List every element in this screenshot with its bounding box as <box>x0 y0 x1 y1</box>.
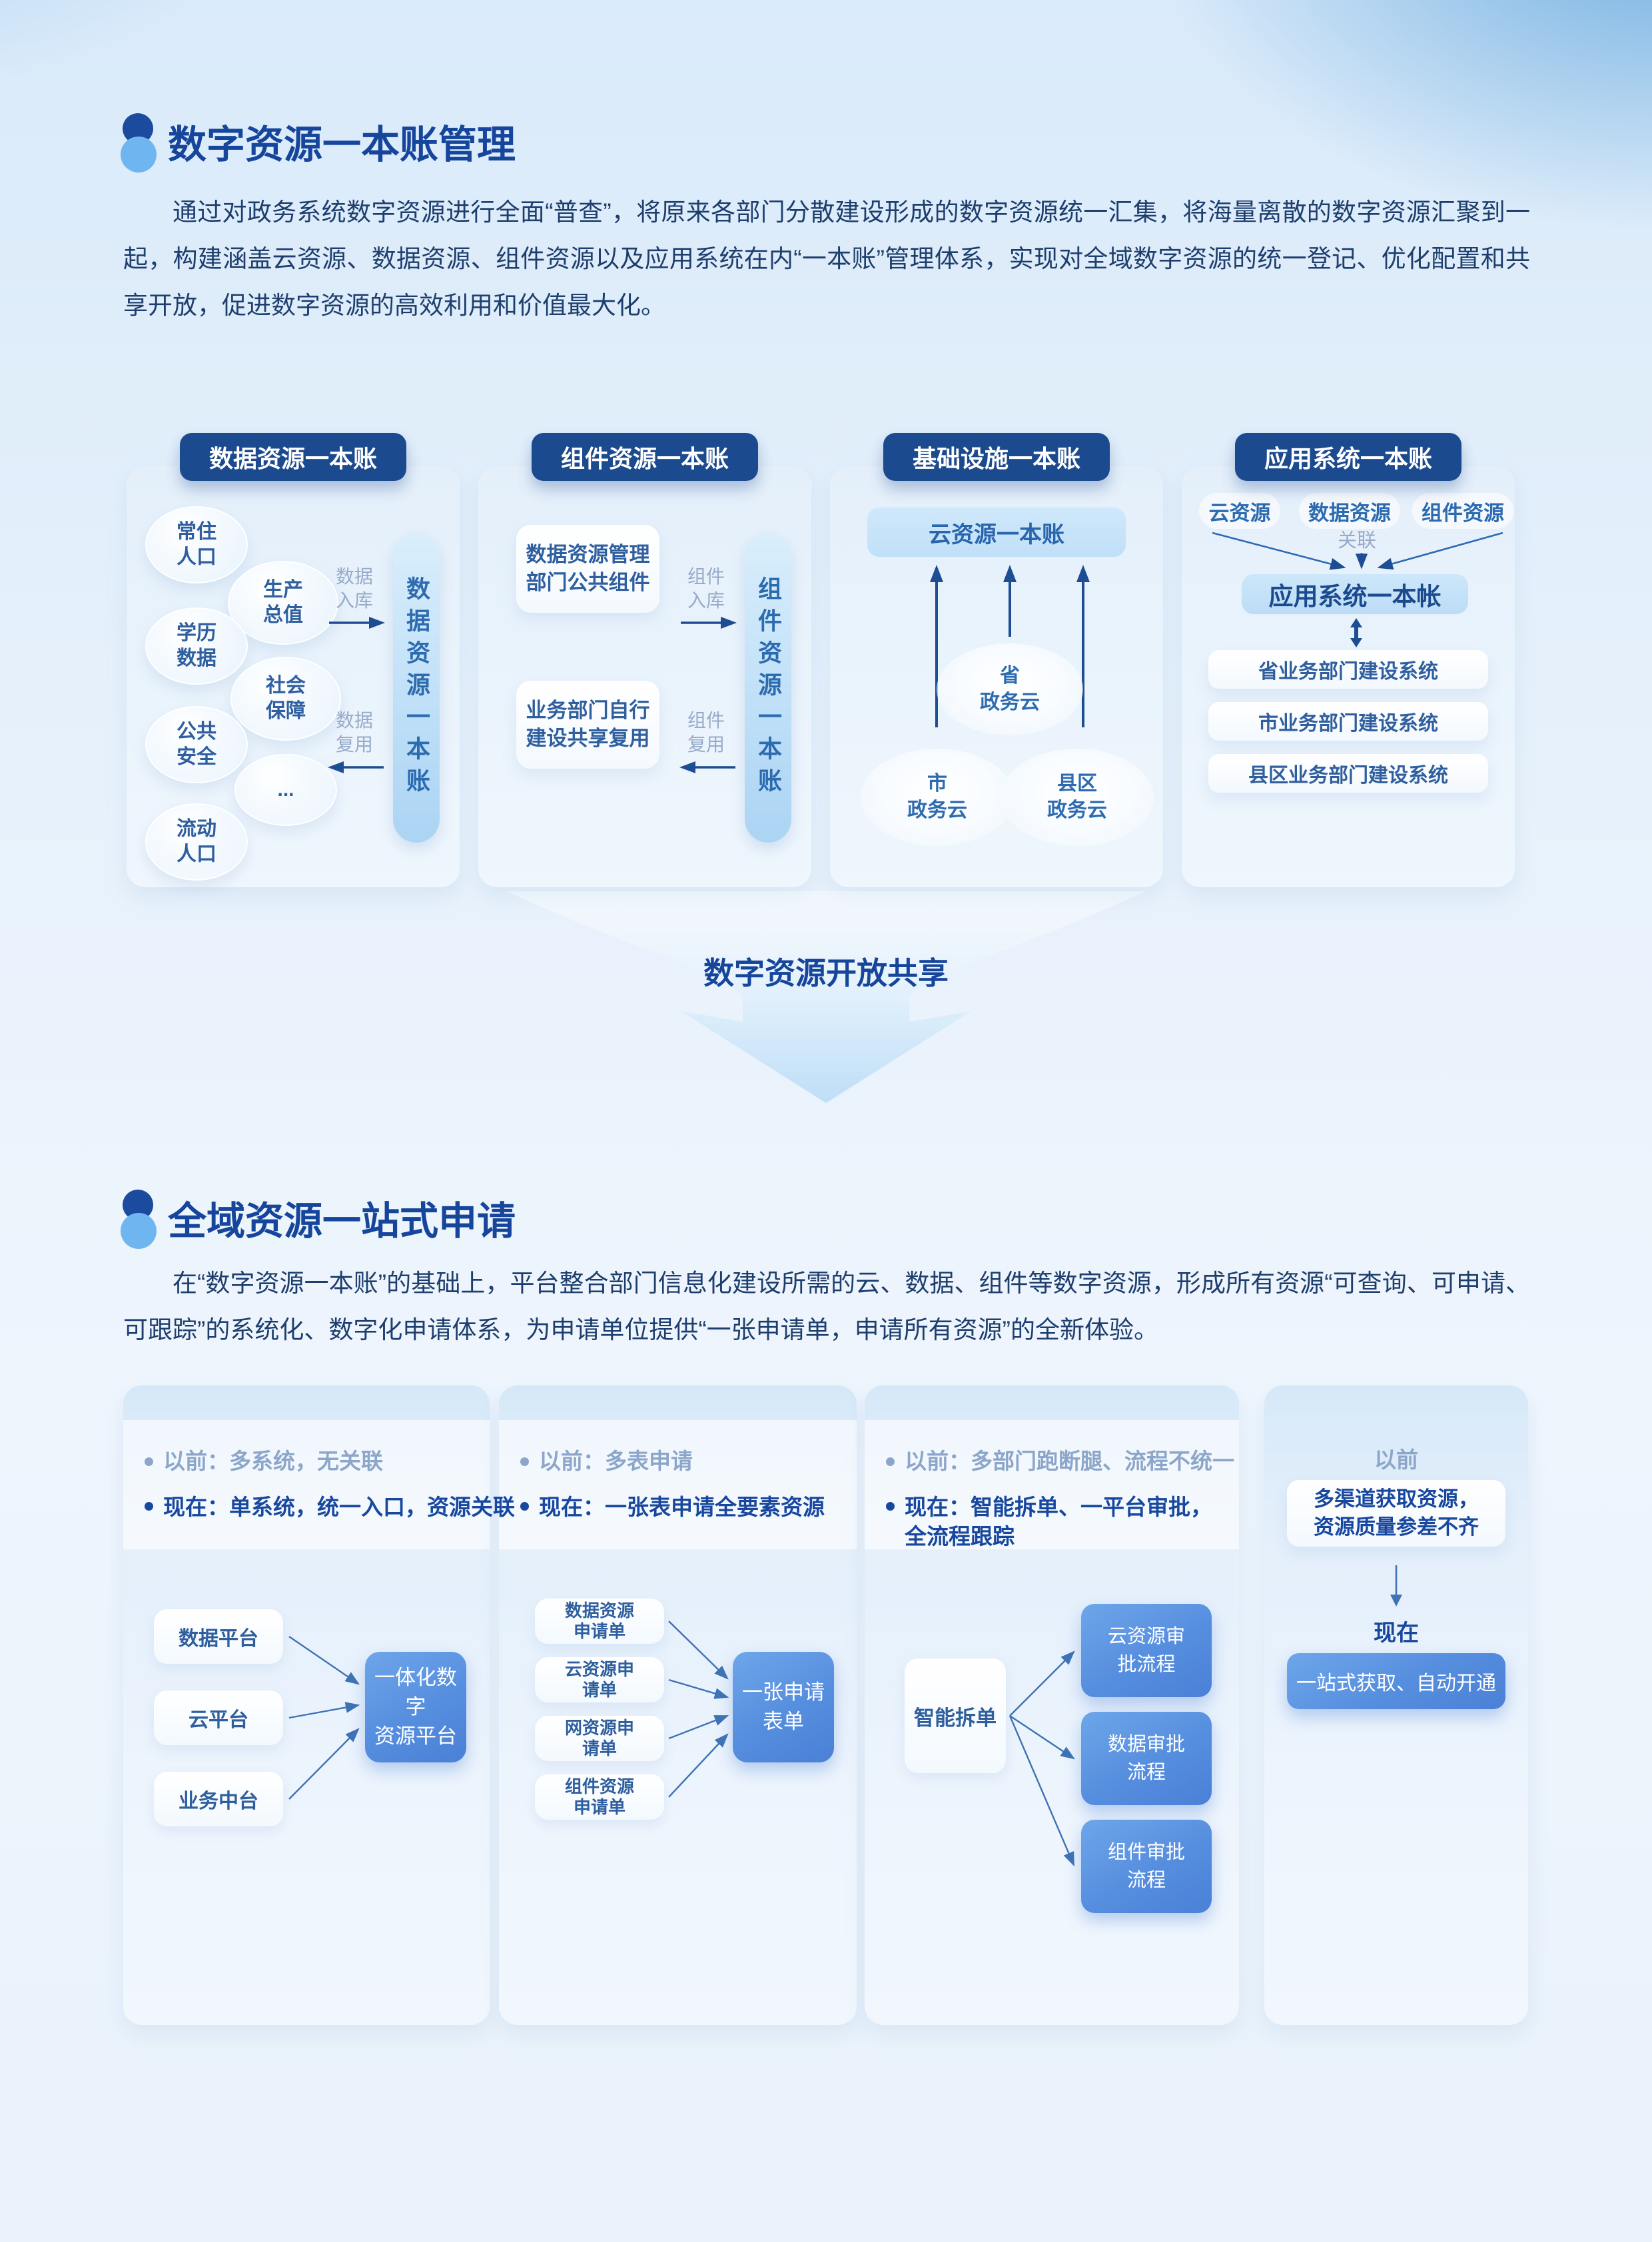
card3-now: 现在：智能拆单、一平台审批， 全流程跟踪 <box>905 1495 1212 1549</box>
bubble-public-safety: 公共 安全 <box>145 706 248 783</box>
cloud-approval-flow-box: 云资源审 批流程 <box>1081 1604 1212 1697</box>
card3-header-pill: 基础设施一本账 <box>883 433 1110 481</box>
province-gov-cloud: 省 政务云 <box>937 643 1083 735</box>
card2-header-pill: 组件资源一本账 <box>532 433 758 481</box>
card4-header-pill: 应用系统一本账 <box>1235 433 1461 481</box>
card-header-band <box>865 1420 1239 1549</box>
bubble-resident-population: 常住 人口 <box>145 506 248 583</box>
card-header-band <box>499 1420 857 1549</box>
before-bullet-icon <box>145 1457 153 1466</box>
bubble-social-security: 社会 保障 <box>230 657 341 741</box>
now-bullet-icon <box>886 1502 895 1511</box>
data-resource-ledger-bar: 数据资源一本账 <box>393 533 440 843</box>
sync-double-arrow-icon <box>1350 618 1362 647</box>
data-reuse-label: 数据 复用 <box>335 710 373 755</box>
dept-self-built-box: 业务部门自行 建设共享复用 <box>516 681 659 769</box>
section1-title: 数字资源一本账管理 <box>168 123 516 167</box>
funnel-arrow-shape <box>506 891 1146 1103</box>
data-inbound-arrow-icon <box>329 617 385 629</box>
city-dept-system-box: 市业务部门建设系统 <box>1208 702 1488 741</box>
now-bullet-icon <box>145 1502 153 1511</box>
county-gov-cloud: 县区 政务云 <box>1001 749 1154 846</box>
bubble-migrant-population: 流动 人口 <box>145 803 248 881</box>
card3-diverge-arrows-icon <box>1009 1651 1075 1867</box>
application-ledger-box: 应用系统一本帐 <box>1242 574 1468 614</box>
business-middle-platform-box: 业务中台 <box>154 1772 283 1826</box>
before-bullet-icon <box>520 1457 529 1466</box>
multi-channel-box: 多渠道获取资源， 资源质量参差不齐 <box>1287 1480 1505 1547</box>
component-resource-pill: 组件资源 <box>1412 493 1513 529</box>
section1-paragraph: 通过对政务系统数字资源进行全面“普查”，将原来各部门分散建设形成的数字资源统一汇… <box>123 198 1530 319</box>
cloud-up-arrow-right-icon <box>1076 565 1090 727</box>
cloud-resource-form-box: 云资源申 请单 <box>535 1657 664 1702</box>
bubble-ellipsis: ... <box>234 754 337 826</box>
card1-converge-arrows-icon <box>288 1636 360 1800</box>
card4-before-label: 以前 <box>1374 1447 1418 1472</box>
data-reuse-arrow-icon <box>328 761 384 773</box>
public-components-box: 数据资源管理 部门公共组件 <box>516 525 659 613</box>
cloud-up-arrow-center-icon <box>1003 565 1017 637</box>
component-inbound-arrow-icon <box>681 617 737 629</box>
card1-now: 现在：单系统，统一入口，资源关联 <box>163 1495 515 1519</box>
bubble-education-data: 学历 数据 <box>145 607 248 685</box>
link-converge-arrows-icon <box>1212 532 1503 570</box>
integrated-platform-box: 一体化数字 资源平台 <box>365 1652 466 1762</box>
cloud-resource-ledger-box: 云资源一本账 <box>867 508 1126 557</box>
card1-header-pill: 数据资源一本账 <box>180 433 406 481</box>
card2-converge-arrows-icon <box>668 1621 729 1798</box>
data-approval-flow-box: 数据审批 流程 <box>1081 1712 1212 1805</box>
now-bullet-icon <box>520 1502 529 1511</box>
data-inbound-label: 数据 入库 <box>335 566 373 611</box>
section1-bullet-light-icon <box>121 137 157 173</box>
province-dept-system-box: 省业务部门建设系统 <box>1208 650 1488 689</box>
component-approval-flow-box: 组件审批 流程 <box>1081 1820 1212 1913</box>
smart-split-box: 智能拆单 <box>905 1659 1006 1773</box>
county-dept-system-box: 县区业务部门建设系统 <box>1208 754 1488 793</box>
card2-now: 现在：一张表申请全要素资源 <box>539 1495 825 1519</box>
link-label: 关联 <box>1337 530 1376 552</box>
section2-title: 全域资源一站式申请 <box>168 1200 516 1243</box>
card-header-band <box>123 1420 490 1549</box>
bubble-gdp: 生产 总值 <box>228 561 338 645</box>
section2-bullet-light-icon <box>121 1213 157 1249</box>
cloud-platform-box: 云平台 <box>154 1690 283 1745</box>
card3-before: 以前：多部门跑断腿、流程不统一 <box>905 1449 1234 1473</box>
one-application-form-box: 一张申请 表单 <box>733 1652 834 1762</box>
component-reuse-label: 组件 复用 <box>687 710 725 755</box>
section2-paragraph: 在“数字资源一本账”的基础上，平台整合部门信息化建设所需的云、数据、组件等数字资… <box>123 1270 1530 1343</box>
cloud-up-arrow-left-icon <box>930 565 943 727</box>
component-resource-ledger-bar: 组件资源一本账 <box>745 533 791 843</box>
card4-now-label: 现在 <box>1374 1621 1419 1646</box>
data-resource-pill: 数据资源 <box>1299 493 1400 529</box>
data-platform-box: 数据平台 <box>154 1609 283 1664</box>
before-bullet-icon <box>886 1457 895 1466</box>
component-resource-form-box: 组件资源 申请单 <box>535 1774 664 1820</box>
data-resource-form-box: 数据资源 申请单 <box>535 1599 664 1644</box>
card2-before: 以前：多表申请 <box>539 1449 693 1473</box>
card1-before: 以前：多系统，无关联 <box>163 1449 383 1473</box>
open-sharing-label: 数字资源开放共享 <box>703 956 949 990</box>
before-to-now-arrow-icon <box>1390 1565 1402 1607</box>
one-stop-provision-box: 一站式获取、自动开通 <box>1287 1653 1505 1709</box>
component-reuse-arrow-icon <box>679 761 735 773</box>
network-resource-form-box: 网资源申 请单 <box>535 1716 664 1761</box>
cloud-resource-pill: 云资源 <box>1199 493 1280 529</box>
component-inbound-label: 组件 入库 <box>687 566 725 611</box>
city-gov-cloud: 市 政务云 <box>861 749 1014 846</box>
